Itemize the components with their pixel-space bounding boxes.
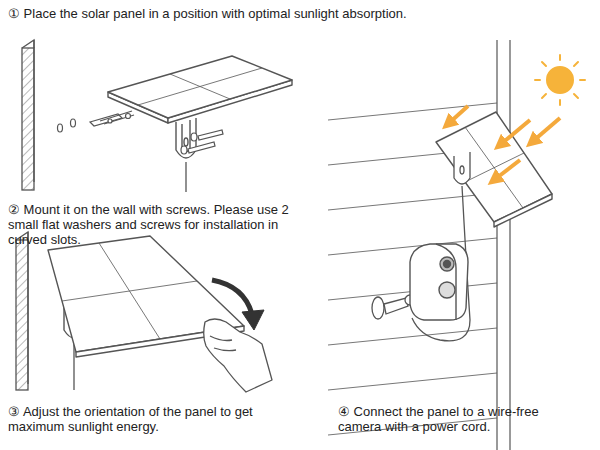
rotate-arrow xyxy=(212,280,264,330)
wall-slab-part xyxy=(33,40,34,182)
hand-part xyxy=(204,319,272,392)
hand-part xyxy=(210,336,232,341)
power-cord xyxy=(73,342,74,390)
hand-part xyxy=(214,348,236,351)
screws-part xyxy=(188,142,215,153)
solar-panel-part xyxy=(99,243,160,339)
screws-part xyxy=(181,146,187,154)
mount-bracket xyxy=(454,152,470,184)
rotate-arrow-part xyxy=(212,280,252,314)
camera-part xyxy=(410,244,468,320)
hand xyxy=(204,319,272,392)
corner-post-part xyxy=(496,40,497,450)
solar-panel xyxy=(436,112,552,227)
camera-part xyxy=(436,244,456,320)
sunlight-arrows-part xyxy=(448,106,468,124)
sunlight-arrows-part xyxy=(532,118,560,142)
wall-slab-part xyxy=(16,240,28,390)
mount-bracket-part xyxy=(184,138,188,146)
siding-wall-part xyxy=(328,238,497,255)
power-cord xyxy=(185,162,186,192)
corner-post-part xyxy=(509,40,510,450)
wall-slab xyxy=(16,232,28,390)
sun xyxy=(535,55,585,105)
sun-part xyxy=(574,94,578,98)
step-caption: ③ Adjust the orientation of the panel to… xyxy=(8,404,308,434)
sun-part xyxy=(542,62,546,66)
wall-holes-part xyxy=(58,124,63,132)
sun-part xyxy=(580,79,585,81)
step-caption: ① Place the solar panel in a position wi… xyxy=(8,6,568,21)
mount-plate xyxy=(90,111,134,126)
sun-part xyxy=(559,55,561,60)
siding-wall-part xyxy=(328,103,497,120)
mount-plate-part xyxy=(108,119,112,123)
corner-post xyxy=(497,40,510,450)
solar-panel-part xyxy=(465,153,524,182)
wall-slab xyxy=(22,40,34,190)
siding-wall-part xyxy=(328,373,497,390)
wall-slab-part xyxy=(22,40,34,48)
wall-holes-part xyxy=(71,119,76,127)
sunlight-arrows-part xyxy=(500,120,530,145)
mount-bracket-part xyxy=(454,152,470,184)
camera-mount-part xyxy=(372,297,384,319)
siding-wall-part xyxy=(328,193,497,210)
step-caption: ④ Connect the panel to a wire-free camer… xyxy=(338,404,563,434)
solar-panel-part xyxy=(465,127,523,208)
power-cord-part xyxy=(185,162,186,192)
wall-slab-part xyxy=(27,232,28,384)
sun-part xyxy=(535,79,540,81)
sun-part xyxy=(574,62,578,66)
camera-mount xyxy=(372,295,415,319)
camera-part xyxy=(444,261,451,268)
solar-panel xyxy=(108,56,292,123)
rotate-arrow-part xyxy=(242,310,264,330)
sun-part xyxy=(559,100,561,105)
screws-part xyxy=(191,133,197,141)
wall-slab-part xyxy=(22,48,34,190)
mount-plate-part xyxy=(126,114,131,119)
camera-part xyxy=(440,257,454,271)
screws xyxy=(181,130,223,154)
mount-plate-part xyxy=(100,111,132,121)
solar-panel-part xyxy=(108,56,292,118)
solar-panel-part xyxy=(138,68,262,105)
camera xyxy=(410,244,468,320)
sunlight-arrows-part xyxy=(494,160,520,180)
sun-part xyxy=(542,94,546,98)
solar-panel-part xyxy=(170,74,230,99)
camera-part xyxy=(439,282,455,298)
solar-panel-part xyxy=(494,194,552,227)
screws-part xyxy=(198,130,223,140)
power-cord-part xyxy=(73,342,74,390)
siding-wall-part xyxy=(328,328,497,345)
wall-holes xyxy=(58,119,76,132)
step-caption: ② Mount it on the wall with screws. Plea… xyxy=(8,202,313,247)
sun-part xyxy=(547,67,573,93)
mount-bracket-part xyxy=(460,166,464,174)
